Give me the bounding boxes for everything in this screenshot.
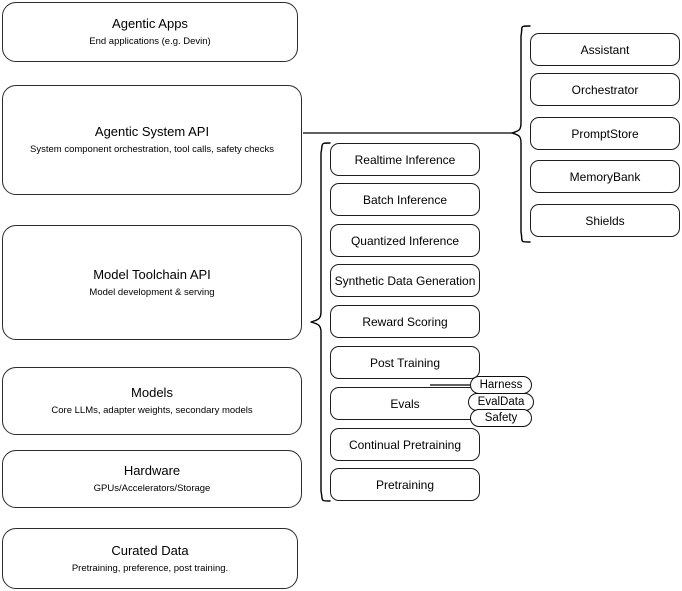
- capability-label: Quantized Inference: [350, 233, 460, 248]
- component-label: Assistant: [580, 42, 630, 57]
- capability-label: Synthetic Data Generation: [334, 273, 476, 288]
- capability-label: Continual Pretraining: [348, 437, 462, 452]
- bracket-toolchain-capabilities: [310, 142, 331, 502]
- eval-pill-label: Harness: [479, 378, 523, 391]
- stack-layer-title: Models: [131, 385, 173, 400]
- capability-label: Batch Inference: [362, 192, 448, 207]
- capability-label: Evals: [390, 396, 420, 411]
- eval-pill-safety[interactable]: Safety: [470, 409, 532, 427]
- component-label: Shields: [585, 213, 625, 228]
- stack-layer-title: Model Toolchain API: [93, 266, 211, 282]
- capability-realtime-inference[interactable]: Realtime Inference: [330, 143, 480, 176]
- eval-pill-evaldata[interactable]: EvalData: [468, 393, 534, 411]
- capability-pretraining[interactable]: Pretraining: [330, 468, 480, 501]
- capability-label: Reward Scoring: [362, 314, 448, 329]
- capability-label: Realtime Inference: [354, 152, 456, 167]
- capability-evals[interactable]: Evals: [330, 387, 480, 420]
- stack-layer-subtitle: GPUs/Accelerators/Storage: [93, 483, 211, 494]
- stack-layer-title: Agentic System API: [94, 124, 210, 139]
- stack-layer-subtitle: Core LLMs, adapter weights, secondary mo…: [51, 405, 253, 416]
- stack-layer-models[interactable]: Models Core LLMs, adapter weights, secon…: [2, 367, 302, 435]
- stack-layer-model-toolchain-api[interactable]: Model Toolchain API Model development & …: [2, 225, 302, 340]
- component-label: Orchestrator: [571, 82, 639, 97]
- stack-layer-subtitle: Pretraining, preference, post training.: [71, 562, 229, 574]
- stack-layer-subtitle: System component orchestration, tool cal…: [30, 144, 274, 155]
- capability-continual-pretraining[interactable]: Continual Pretraining: [330, 428, 480, 461]
- eval-pill-label: EvalData: [477, 395, 525, 408]
- capability-synthetic-data-generation[interactable]: Synthetic Data Generation: [330, 264, 480, 297]
- stack-layer-title: Hardware: [123, 463, 181, 478]
- capability-batch-inference[interactable]: Batch Inference: [330, 183, 480, 216]
- capability-label: Post Training: [369, 355, 441, 370]
- stack-layer-agentic-apps[interactable]: Agentic Apps End applications (e.g. Devi…: [2, 2, 298, 62]
- capability-post-training[interactable]: Post Training: [330, 346, 480, 379]
- capability-quantized-inference[interactable]: Quantized Inference: [330, 224, 480, 257]
- eval-pill-harness[interactable]: Harness: [470, 376, 532, 394]
- stack-layer-title: Curated Data: [111, 542, 189, 558]
- stack-layer-hardware[interactable]: Hardware GPUs/Accelerators/Storage: [2, 450, 302, 508]
- stack-layer-agentic-system-api[interactable]: Agentic System API System component orch…: [2, 85, 302, 195]
- stack-layer-subtitle: End applications (e.g. Devin): [89, 36, 211, 47]
- bracket-system-components: [511, 25, 531, 243]
- eval-pill-label: Safety: [484, 411, 518, 424]
- capability-label: Pretraining: [375, 477, 435, 492]
- component-label: MemoryBank: [569, 169, 641, 184]
- component-label: PromptStore: [571, 126, 639, 141]
- stack-layer-title: Agentic Apps: [112, 16, 188, 31]
- stack-layer-subtitle: Model development & serving: [89, 286, 215, 298]
- component-promptstore[interactable]: PromptStore: [530, 117, 680, 150]
- stack-layer-curated-data[interactable]: Curated Data Pretraining, preference, po…: [2, 528, 298, 589]
- capability-reward-scoring[interactable]: Reward Scoring: [330, 305, 480, 338]
- component-assistant[interactable]: Assistant: [530, 33, 680, 66]
- component-orchestrator[interactable]: Orchestrator: [530, 73, 680, 106]
- component-memorybank[interactable]: MemoryBank: [530, 160, 680, 193]
- component-shields[interactable]: Shields: [530, 204, 680, 237]
